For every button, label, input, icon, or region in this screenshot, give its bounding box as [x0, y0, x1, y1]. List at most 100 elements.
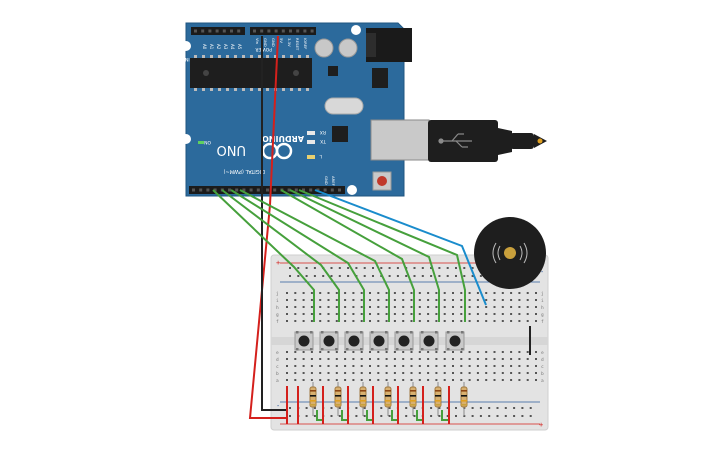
green-signal-wire[interactable] — [230, 189, 365, 322]
rail-hole — [338, 415, 341, 417]
voltage-regulator — [372, 68, 388, 88]
usb-cable[interactable] — [428, 120, 547, 162]
green-signal-wire[interactable] — [289, 189, 440, 322]
breadboard-hole — [310, 365, 313, 367]
breadboard-hole — [302, 306, 305, 308]
breadboard-hole — [393, 320, 396, 322]
chip-pin — [242, 88, 245, 91]
breadboard-hole — [352, 358, 355, 360]
rail-hole — [363, 275, 366, 277]
breadboard-hole — [418, 358, 421, 360]
l-label: L — [319, 153, 322, 159]
chip-pin — [306, 55, 309, 58]
green-signal-wire[interactable] — [212, 189, 315, 322]
breadboard-hole — [526, 358, 529, 360]
breadboard-hole — [294, 320, 297, 322]
rail-hole — [347, 267, 350, 269]
breadboard-hole — [443, 372, 446, 374]
breadboard-hole — [427, 358, 430, 360]
rail-hole — [355, 407, 358, 409]
rail-hole — [488, 415, 491, 417]
breadboard-hole — [452, 299, 454, 301]
green-signal-wire[interactable] — [298, 189, 466, 322]
breadboard-hole — [310, 379, 313, 381]
breadboard-hole — [410, 313, 413, 315]
usb-ic — [332, 126, 348, 142]
breadboard-hole — [460, 306, 463, 308]
breadboard-hole — [468, 379, 471, 381]
pushbutton[interactable] — [319, 331, 339, 351]
breadboard-hole — [435, 313, 438, 315]
breadboard-hole — [501, 313, 504, 315]
breadboard-hole — [427, 299, 430, 301]
pushbutton[interactable] — [445, 331, 465, 351]
pushbutton-leg — [360, 331, 363, 334]
green-signal-wire[interactable] — [280, 189, 415, 322]
reset-button-cap[interactable] — [377, 176, 387, 186]
rx-led — [307, 131, 315, 135]
breadboard-hole — [319, 365, 322, 367]
red-wire-5v[interactable] — [248, 35, 287, 419]
rail-hole — [496, 415, 499, 417]
pushbutton[interactable] — [294, 331, 314, 351]
pushbutton[interactable] — [369, 331, 389, 351]
capacitor-1 — [314, 38, 334, 58]
breadboard-hole — [294, 313, 297, 315]
breadboard-hole — [310, 358, 313, 360]
breadboard-hole — [443, 351, 446, 353]
breadboard-hole — [402, 379, 405, 381]
pushbutton-leg — [410, 348, 413, 351]
breadboard-hole — [510, 372, 513, 374]
mount-hole-3 — [351, 25, 361, 35]
breadboard-hole — [302, 379, 305, 381]
rail-hole — [297, 267, 300, 269]
breadboard-hole — [418, 351, 421, 353]
usb-plug-neck — [498, 128, 512, 155]
pushbutton[interactable] — [419, 331, 439, 351]
green-signal-wire[interactable] — [221, 189, 340, 322]
chip-notch — [203, 70, 209, 76]
breadboard-hole — [535, 292, 537, 294]
breadboard-hole — [286, 299, 288, 301]
breadboard-hole — [443, 299, 446, 301]
rail-hole — [471, 275, 474, 277]
breadboard-hole — [377, 313, 380, 315]
breadboard-hole — [468, 292, 471, 294]
breadboard-hole — [460, 292, 463, 294]
rail-hole — [413, 267, 416, 269]
breadboard-hole — [518, 306, 521, 308]
rail-hole — [330, 407, 333, 409]
blue-wire-buzzer[interactable] — [314, 189, 487, 306]
breadboard-hole — [327, 372, 330, 374]
small-ic — [328, 66, 338, 76]
green-signal-wire[interactable] — [239, 189, 390, 322]
breadboard-hole — [452, 379, 454, 381]
mount-hole-2 — [181, 134, 191, 144]
breadboard-hole — [302, 299, 305, 301]
breadboard-hole — [393, 365, 396, 367]
row-letter: a — [276, 379, 279, 384]
rail-hole — [430, 275, 433, 277]
resistors — [286, 382, 468, 424]
header-pin — [242, 188, 246, 192]
pushbutton-leg — [421, 331, 424, 334]
header-pin — [310, 29, 314, 33]
mount-hole-1 — [181, 41, 191, 51]
chip-pin — [266, 55, 269, 58]
breadboard-hole — [427, 306, 430, 308]
header-pin — [303, 29, 307, 33]
pushbutton[interactable] — [394, 331, 414, 351]
breadboard-hole — [535, 365, 537, 367]
pushbutton-leg — [410, 331, 413, 334]
breadboard-hole — [418, 292, 421, 294]
breadboard-hole — [369, 365, 371, 367]
black-wire-gnd[interactable] — [261, 36, 287, 411]
breadboard-hole — [319, 292, 322, 294]
pushbutton[interactable] — [344, 331, 364, 351]
rail-hole — [413, 415, 416, 417]
resistor-band — [385, 395, 391, 397]
breadboard-hole — [319, 358, 322, 360]
piezo-buzzer[interactable] — [474, 217, 546, 289]
